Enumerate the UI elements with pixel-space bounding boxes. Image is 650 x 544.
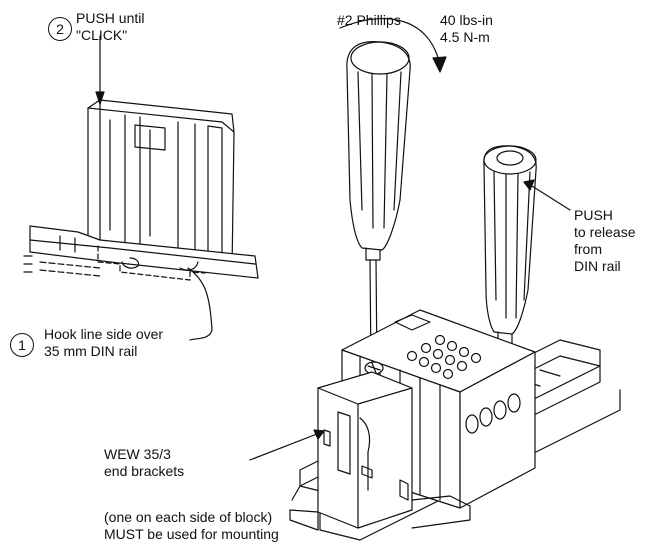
- torque-metric: 4.5 N-m: [440, 29, 490, 45]
- push-arrow: [95, 35, 105, 105]
- torque-arrow: [339, 18, 447, 73]
- torque-imperial: 40 lbs-in: [440, 12, 493, 28]
- end-bracket: [289, 371, 471, 531]
- step-2-number: 2: [48, 17, 72, 41]
- leader-bracket: [249, 431, 323, 461]
- note-line1: (one on each side of block): [104, 509, 273, 525]
- step-2-line2: "CLICK": [76, 27, 128, 43]
- step-1-line2: 35 mm DIN rail: [44, 343, 138, 359]
- release-line1: PUSH: [574, 207, 613, 223]
- release-arrow: [523, 179, 571, 211]
- bracket-line2: end brackets: [104, 463, 185, 479]
- release-line3: from: [574, 241, 602, 257]
- release-line4: DIN rail: [574, 258, 621, 274]
- step-2-line1: PUSH until: [76, 10, 145, 26]
- tool-name: #2 Phillips: [337, 12, 401, 28]
- screwdriver-right: [483, 145, 537, 471]
- note-line2: MUST be used for mounting: [104, 526, 279, 542]
- step-1-number: 1: [10, 333, 34, 357]
- step-1-line1: Hook line side over: [44, 326, 164, 342]
- bracket-line1: WEW 35/3: [104, 446, 171, 462]
- block-side-view: [23, 99, 259, 281]
- bracket-arrowhead: [313, 429, 325, 440]
- leader-hook: [187, 267, 213, 341]
- release-line2: to release: [574, 224, 636, 240]
